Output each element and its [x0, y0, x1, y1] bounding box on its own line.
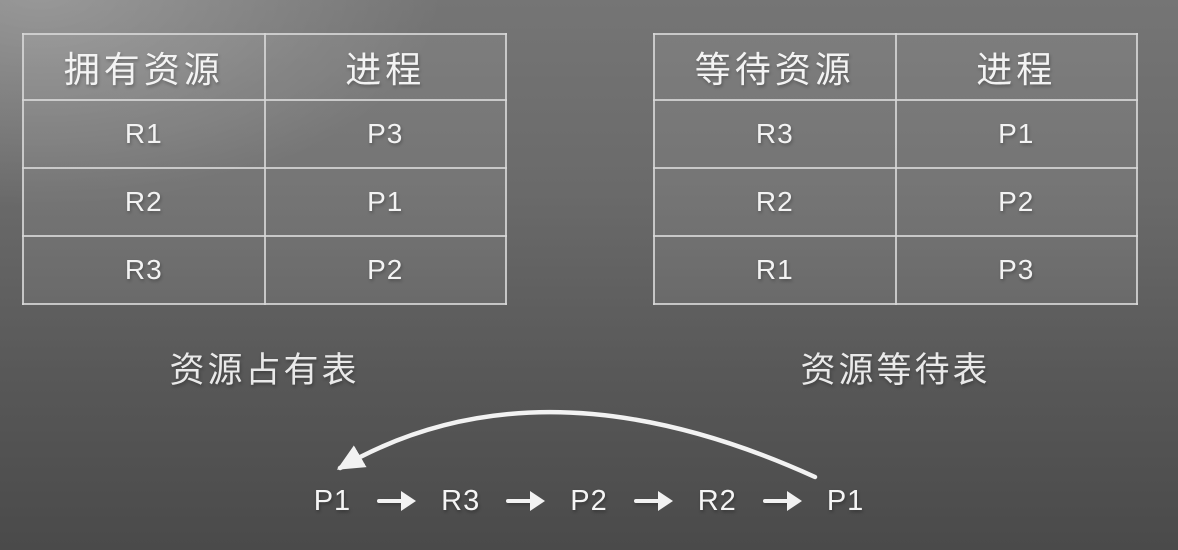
right-arrow-icon — [376, 490, 417, 512]
table-cell: R3 — [653, 99, 897, 169]
ownership-header-resource: 拥有资源 — [22, 33, 266, 101]
cycle-node: R2 — [697, 484, 737, 517]
table-cell: P3 — [263, 99, 507, 169]
deadlock-cycle-chain: P1 R3 P2 R2 P1 — [0, 481, 1178, 521]
waiting-table-caption: 资源等待表 — [800, 351, 991, 390]
table-row: R3 P2 — [22, 235, 507, 305]
table-row: R3 P1 — [653, 99, 1138, 169]
cycle-node: P1 — [826, 484, 865, 517]
table-header-row: 拥有资源 进程 — [22, 33, 507, 101]
resource-waiting-table: 等待资源 进程 R3 P1 R2 P2 R1 P3 — [653, 33, 1138, 305]
table-cell: R2 — [653, 167, 897, 237]
table-header-row: 等待资源 进程 — [653, 33, 1138, 101]
waiting-header-resource: 等待资源 — [653, 33, 897, 101]
ownership-table-caption: 资源占有表 — [169, 351, 360, 390]
table-cell: R1 — [22, 99, 266, 169]
ownership-header-process: 进程 — [263, 33, 507, 101]
waiting-header-process: 进程 — [894, 33, 1138, 101]
table-cell: P2 — [263, 235, 507, 305]
table-cell: P2 — [894, 167, 1138, 237]
cycle-node: P2 — [570, 484, 608, 517]
table-row: R1 P3 — [22, 99, 507, 169]
right-arrow-icon — [505, 490, 546, 512]
table-row: R1 P3 — [653, 235, 1138, 305]
table-cell: P3 — [894, 235, 1138, 305]
cycle-node: P1 — [313, 484, 352, 517]
resource-ownership-table: 拥有资源 进程 R1 P3 R2 P1 R3 P2 — [22, 33, 507, 305]
table-row: R2 P2 — [653, 167, 1138, 237]
table-row: R2 P1 — [22, 167, 507, 237]
table-cell: R2 — [22, 167, 266, 237]
cycle-node: R3 — [441, 484, 481, 517]
table-cell: R3 — [22, 235, 266, 305]
table-cell: P1 — [894, 99, 1138, 169]
table-cell: P1 — [263, 167, 507, 237]
table-cell: R1 — [653, 235, 897, 305]
right-arrow-icon — [633, 490, 673, 512]
right-arrow-icon — [762, 490, 802, 512]
